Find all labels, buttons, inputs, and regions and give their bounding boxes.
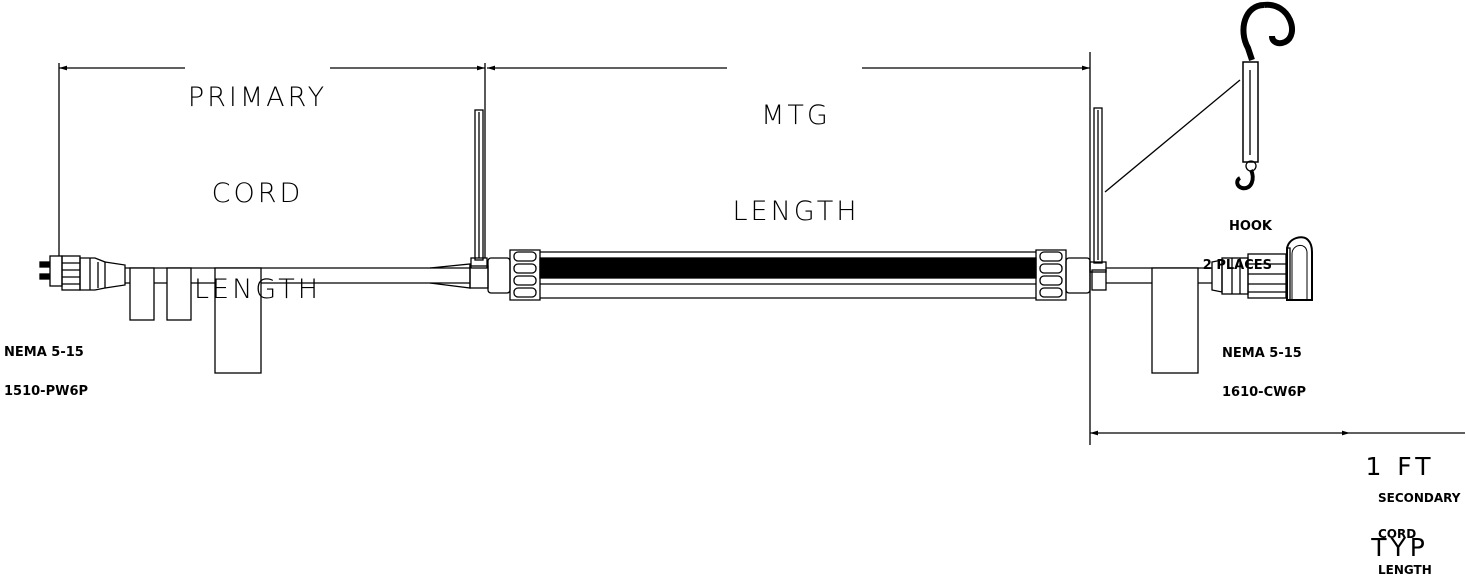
secondary-cord-line-3: LENGTH (1378, 563, 1432, 577)
right-plug-line-1: NEMA 5-15 (1222, 346, 1302, 361)
left-end-cap (487, 249, 541, 301)
primary-cord-line-1: PRIMARY (187, 82, 328, 113)
mtg-length-line-2: LENGTH (732, 196, 860, 227)
secondary-cord-label: SECONDARY CORD LENGTH (1378, 468, 1466, 588)
right-mount-bracket (1089, 107, 1107, 291)
right-connector (1211, 236, 1313, 301)
primary-cord-line-2: CORD (211, 178, 304, 209)
mtg-length-label: MTG LENGTH (722, 36, 870, 260)
hook-label-line-2: 2 PLACES (1202, 258, 1272, 273)
secondary-cord-line-2: CORD (1378, 527, 1417, 541)
typ-line-1: 1 FT (1365, 452, 1435, 481)
mtg-length-dimension (487, 52, 1091, 445)
hook-icon (1235, 1, 1295, 191)
cord-assembly-drawing (39, 1, 1465, 445)
primary-cord-dimension (58, 63, 486, 258)
primary-cord (125, 263, 471, 374)
primary-cord-label: PRIMARY CORD LENGTH (175, 18, 340, 338)
hook-leader-line (1104, 79, 1241, 193)
right-plug-line-2: 1610-CW6P (1222, 385, 1307, 400)
left-plug-line-2: 1510-PW6P (4, 384, 89, 399)
right-end-cap (1035, 249, 1091, 301)
primary-cord-line-3: LENGTH (193, 274, 322, 305)
hook-label: HOOK 2 PLACES (1178, 194, 1272, 285)
hook-label-line-1: HOOK (1228, 219, 1272, 234)
mtg-length-line-1: MTG (761, 100, 831, 131)
left-plug-line-1: NEMA 5-15 (4, 345, 84, 360)
secondary-cord (1106, 267, 1212, 374)
left-plug (39, 255, 126, 291)
left-plug-label: NEMA 5-15 1510-PW6P (4, 320, 88, 411)
light-tube (539, 251, 1037, 299)
right-plug-label: NEMA 5-15 1610-CW6P (1222, 321, 1306, 412)
secondary-cord-line-1: SECONDARY (1378, 491, 1461, 505)
